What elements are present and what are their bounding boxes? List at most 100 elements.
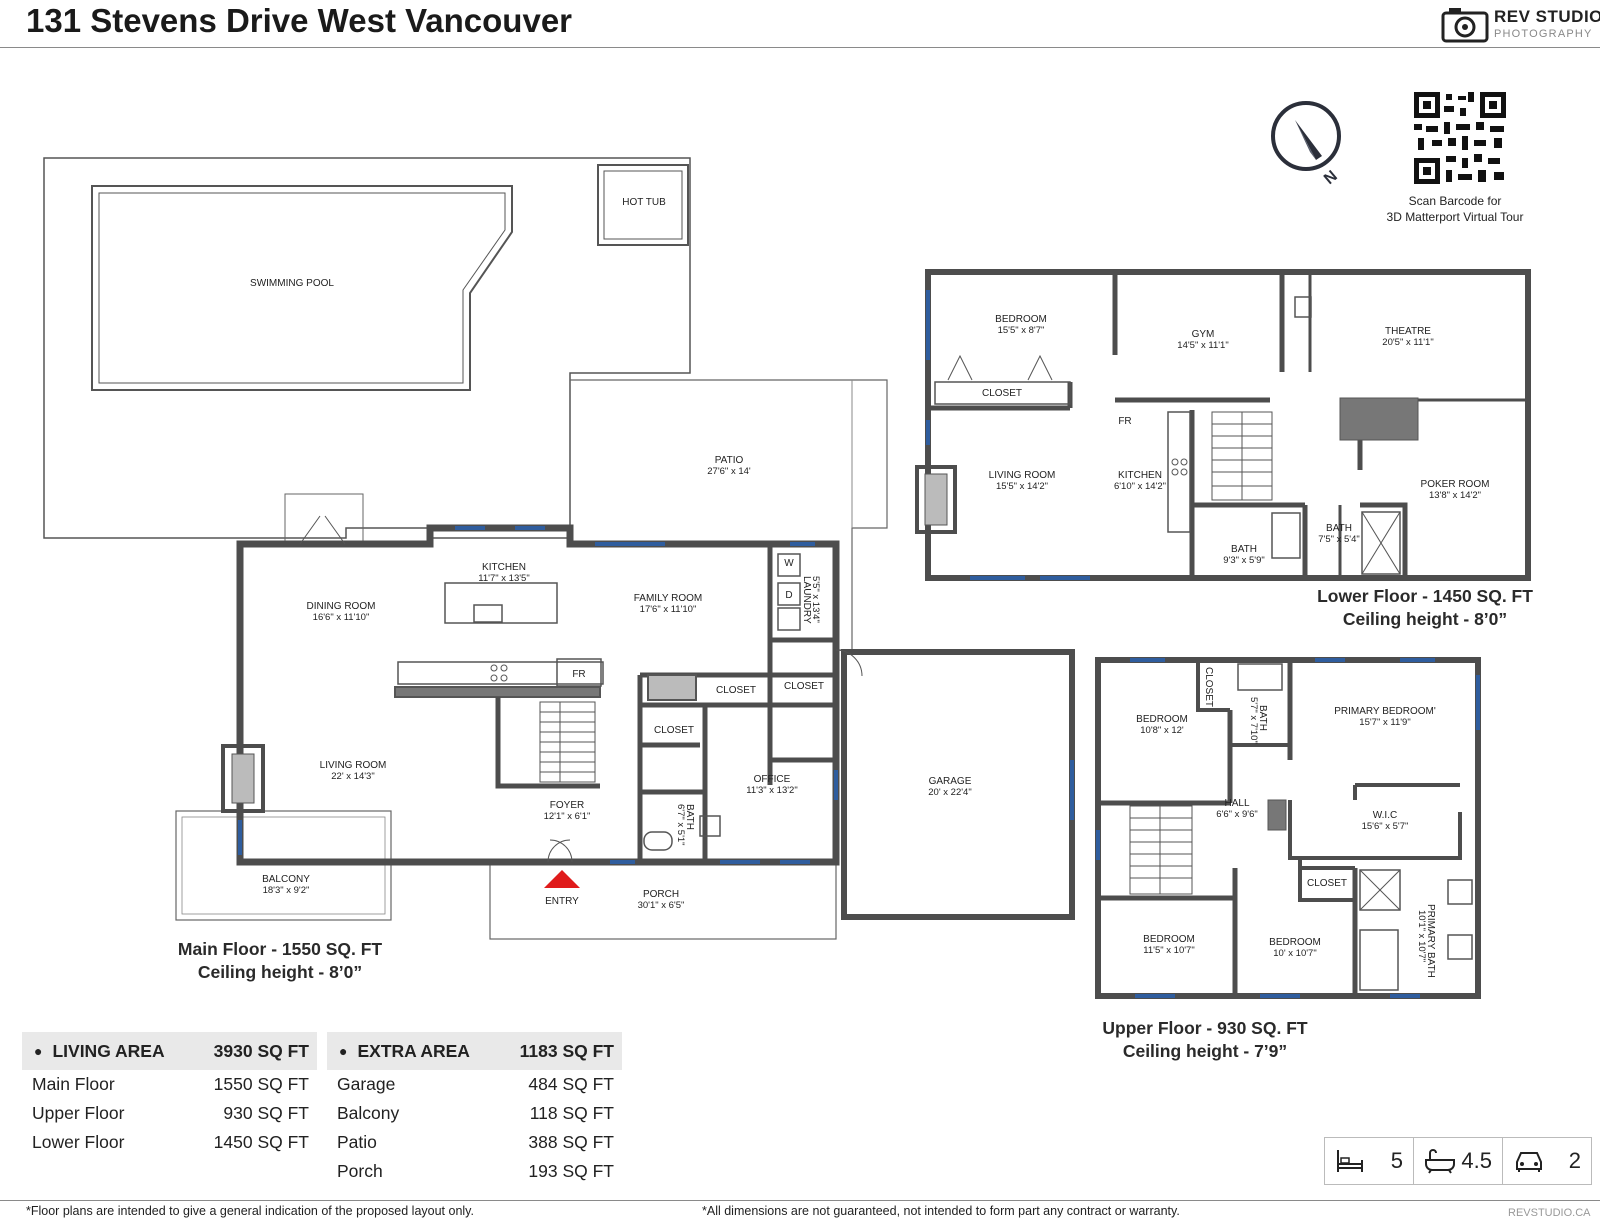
label-family-room: FAMILY ROOM — [634, 593, 703, 604]
main-floor-ceiling-label: Ceiling height - 8’0” — [197, 962, 363, 982]
extra-area-header: EXTRA AREA 1183 SQ FT — [327, 1032, 622, 1070]
dim-upper-bedroom-3: 10' x 10'7" — [1273, 948, 1316, 959]
living-area-header: LIVING AREA 3930 SQ FT — [22, 1032, 317, 1070]
dim-lower-kitchen: 6'10" x 14'2" — [1114, 481, 1166, 492]
header-divider — [0, 47, 1600, 48]
row-value: 484 SQ FT — [528, 1074, 614, 1094]
table-row: Porch 193 SQ FT — [327, 1157, 622, 1186]
row-value: 388 SQ FT — [528, 1132, 614, 1152]
footer-divider — [0, 1200, 1600, 1201]
extra-area-table: EXTRA AREA 1183 SQ FT Garage 484 SQ FT B… — [327, 1032, 622, 1186]
main-floor-outer-wall — [236, 524, 840, 866]
label-gym: GYM — [1192, 329, 1215, 340]
main-floor-area-label: Main Floor - 1550 SQ. FT — [177, 939, 383, 959]
living-area-total: 3930 SQ FT — [213, 1040, 309, 1061]
row-label: Garage — [337, 1074, 396, 1094]
label-lower-closet: CLOSET — [982, 388, 1022, 399]
dim-lower-bath-1: 9'3" x 5'9" — [1223, 555, 1265, 566]
brand-subtitle: PHOTOGRAPHY — [1494, 28, 1593, 40]
dim-laundry: 5'5" x 13'4" — [810, 576, 821, 623]
dim-upper-bedroom-1: 10'8" x 12' — [1140, 725, 1184, 736]
qr-code — [1414, 92, 1506, 184]
features-divider — [1502, 1138, 1503, 1184]
main-floor-caption: Main Floor - 1550 SQ. FT Ceiling height … — [150, 938, 410, 984]
entry-marker — [544, 870, 580, 888]
dim-office: 11'3" x 13'2" — [746, 785, 797, 796]
table-row: Upper Floor 930 SQ FT — [22, 1099, 317, 1128]
label-office: OFFICE — [754, 774, 791, 785]
website-url[interactable]: REVSTUDIO.CA — [1508, 1207, 1591, 1219]
property-features: 5 4.5 2 — [1324, 1137, 1592, 1185]
label-patio: PATIO — [715, 455, 744, 466]
dim-balcony: 18'3" x 9'2" — [263, 885, 310, 896]
label-garage: GARAGE — [929, 776, 972, 787]
label-upper-closet-1: CLOSET — [1203, 667, 1214, 707]
car-icon — [1516, 1152, 1542, 1172]
row-label: Lower Floor — [32, 1132, 125, 1152]
label-upper-bedroom-2: BEDROOM — [1143, 934, 1195, 945]
label-poker-room: POKER ROOM — [1421, 479, 1490, 490]
label-main-closet-2: CLOSET — [784, 681, 824, 692]
dim-primary-bedroom: 15'7" x 11'9" — [1359, 717, 1410, 728]
label-upper-bath: BATH — [1257, 705, 1268, 731]
bed-icon — [1337, 1150, 1363, 1172]
label-main-kitchen: KITCHEN — [482, 562, 526, 573]
dim-family-room: 17'6" x 11'10" — [640, 604, 697, 615]
dim-main-bath: 6'7" x 5'1" — [675, 804, 686, 846]
row-label: Main Floor — [32, 1074, 115, 1094]
upper-floor-area-label: Upper Floor - 930 SQ. FT — [1102, 1018, 1308, 1038]
hot-tub-shape — [597, 164, 689, 246]
label-entry: ENTRY — [545, 896, 579, 907]
parking-count: 2 — [1568, 1148, 1581, 1173]
label-upper-closet-2: CLOSET — [1307, 878, 1347, 889]
dim-foyer: 12'1" x 6'1" — [544, 811, 591, 822]
qr-caption-line-2: 3D Matterport Virtual Tour — [1386, 210, 1524, 224]
label-primary-bath: PRIMARY BATH — [1425, 904, 1436, 978]
upper-floor-caption: Upper Floor - 930 SQ. FT Ceiling height … — [1075, 1017, 1335, 1063]
brand-logo: REV STUDIO PHOTOGRAPHY — [1441, 5, 1600, 45]
footnote-dimensions: *All dimensions are not guaranteed, not … — [702, 1204, 1180, 1218]
bedrooms-feature: 5 — [1325, 1138, 1413, 1184]
table-row: Balcony 118 SQ FT — [327, 1099, 622, 1128]
dim-hall: 6'6" x 9'6" — [1216, 809, 1258, 820]
dim-upper-bedroom-2: 11'5" x 10'7" — [1143, 945, 1194, 956]
label-porch: PORCH — [643, 889, 679, 900]
row-value: 193 SQ FT — [528, 1161, 614, 1181]
lower-floor-area-label: Lower Floor - 1450 SQ. FT — [1317, 586, 1533, 606]
yard-outline — [43, 157, 691, 539]
dim-lower-living-room: 15'5" x 14'2" — [996, 481, 1048, 492]
compass-icon — [1271, 101, 1341, 171]
features-divider — [1413, 1138, 1414, 1184]
dim-main-living-room: 22' x 14'3" — [331, 771, 374, 782]
bedrooms-count: 5 — [1390, 1148, 1403, 1173]
qr-caption: Scan Barcode for 3D Matterport Virtual T… — [1380, 193, 1530, 225]
lower-floor-caption: Lower Floor - 1450 SQ. FT Ceiling height… — [1295, 585, 1555, 631]
label-lower-bath-2: BATH — [1326, 523, 1352, 534]
living-area-table: LIVING AREA 3930 SQ FT Main Floor 1550 S… — [22, 1032, 317, 1157]
row-value: 930 SQ FT — [223, 1103, 309, 1123]
label-lower-kitchen: KITCHEN — [1118, 470, 1162, 481]
dim-gym: 14'5" x 11'1" — [1177, 340, 1228, 351]
dim-primary-bath: 10'1" x 10'7" — [1416, 910, 1427, 962]
label-theatre: THEATRE — [1385, 326, 1431, 337]
dim-poker-room: 13'8" x 14'2" — [1429, 490, 1481, 501]
bathrooms-count: 4.5 — [1461, 1148, 1492, 1173]
label-lower-bedroom: BEDROOM — [995, 314, 1047, 325]
label-swimming-pool: SWIMMING POOL — [250, 278, 334, 289]
dim-main-kitchen: 11'7" x 13'5" — [478, 573, 529, 584]
row-label: Upper Floor — [32, 1103, 125, 1123]
dim-dining-room: 16'6" x 11'10" — [313, 612, 370, 623]
dim-theatre: 20'5" x 11'1" — [1382, 337, 1433, 348]
extra-area-title: EXTRA AREA — [339, 1041, 469, 1062]
camera-icon — [1441, 8, 1489, 43]
label-lower-living-room: LIVING ROOM — [989, 470, 1056, 481]
dim-upper-bath: 5'7" x 7'10" — [1248, 697, 1259, 744]
row-value: 1450 SQ FT — [213, 1132, 309, 1152]
bathtub-icon — [1425, 1149, 1455, 1174]
label-lower-fridge: FR — [1118, 416, 1131, 427]
label-main-fridge: FR — [572, 669, 585, 680]
table-row: Main Floor 1550 SQ FT — [22, 1070, 317, 1099]
table-row: Garage 484 SQ FT — [327, 1070, 622, 1099]
label-main-closet-3: CLOSET — [654, 725, 694, 736]
label-primary-bedroom: PRIMARY BEDROOM' — [1334, 706, 1436, 717]
